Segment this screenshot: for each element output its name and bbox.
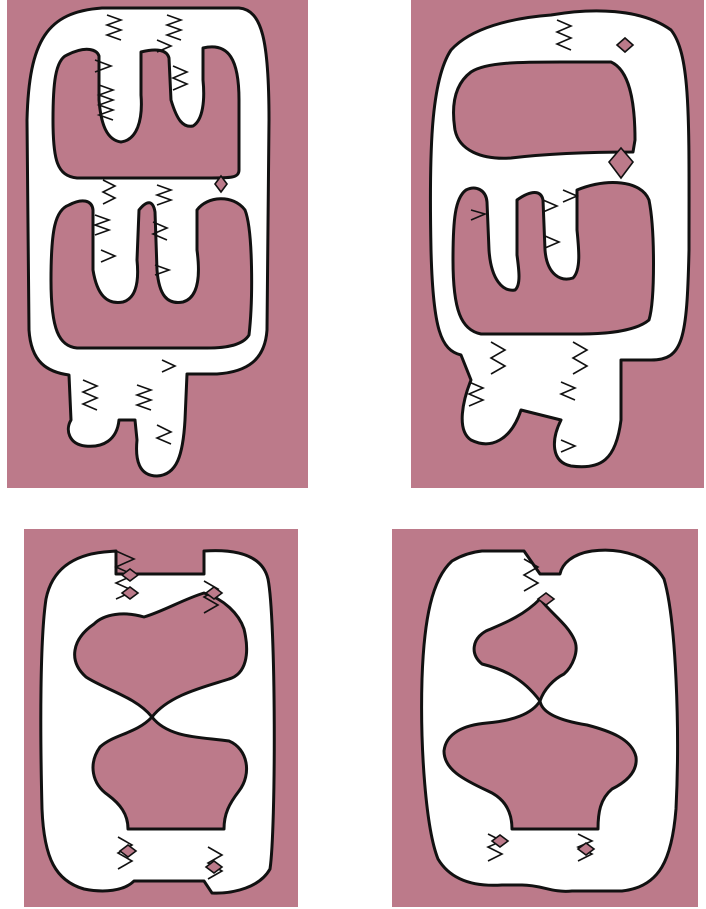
upper-hole <box>454 62 635 158</box>
figure-top-left <box>7 0 308 488</box>
figure-bottom-right <box>392 529 698 907</box>
figure-panel-bottom-right <box>392 529 698 907</box>
figure-top-right <box>411 0 704 488</box>
figure-panel-top-right <box>411 0 704 488</box>
upper-hole <box>53 47 239 178</box>
figure-panel-bottom-left <box>24 529 298 907</box>
middle-hole <box>51 199 252 348</box>
figure-panel-top-left <box>7 0 308 488</box>
figure-bottom-left <box>24 529 298 907</box>
